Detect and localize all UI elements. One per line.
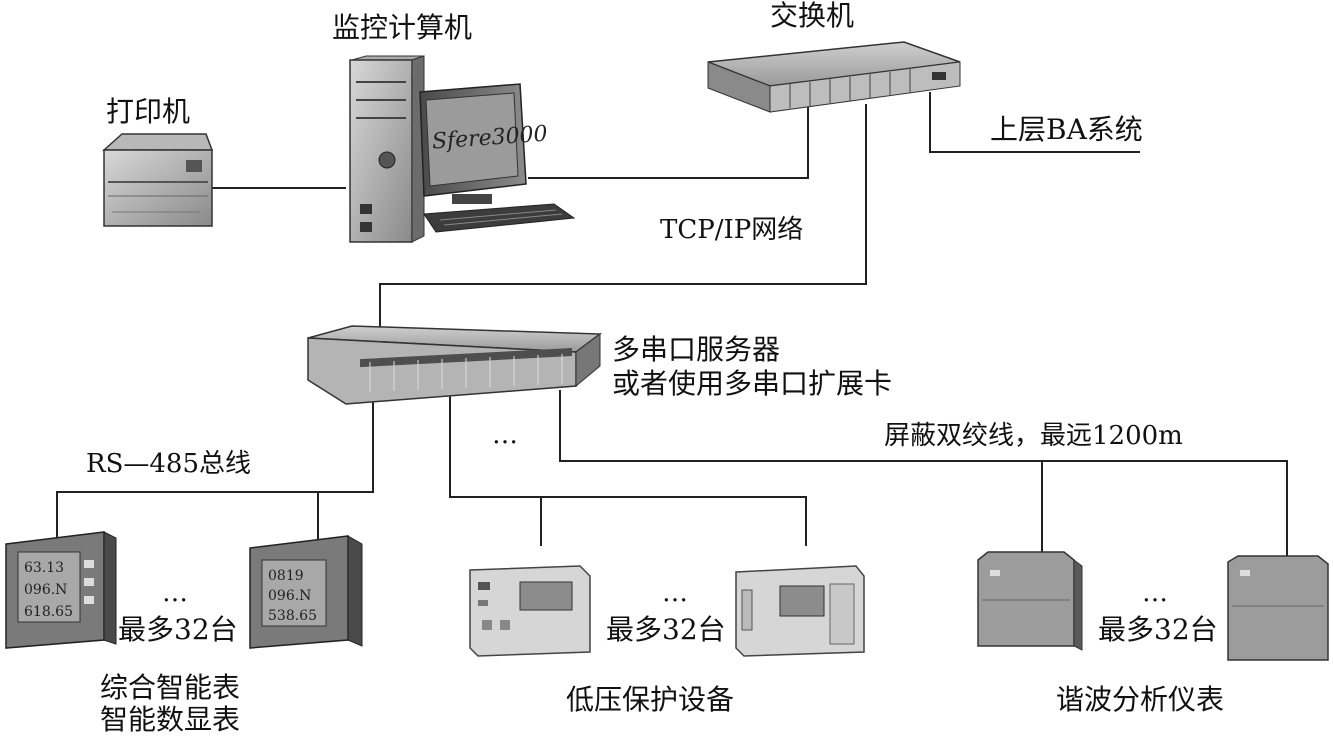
upper-ba-system-label: 上层BA系统 — [990, 114, 1143, 146]
monitor-computer-label: 监控计算机 — [332, 12, 472, 44]
meter2-reading-3: 538.65 — [268, 608, 317, 624]
group3-ellipsis: … — [1142, 578, 1170, 608]
group2-max-units-label: 最多32台 — [606, 614, 726, 646]
group1-max-units-label: 最多32台 — [118, 614, 238, 646]
harmonic-analyzer-2 — [1228, 556, 1328, 660]
smart-meter-2: 0819 096.N 538.65 — [250, 536, 362, 648]
protection-device-1 — [470, 566, 590, 656]
group1-ellipsis: … — [162, 578, 190, 608]
group3-name-label: 谐波分析仪表 — [1056, 684, 1224, 716]
rs485-bus-group3 — [560, 390, 1287, 556]
serial-expansion-card-label: 或者使用多串口扩展卡 — [612, 368, 892, 400]
meter1-reading-3: 618.65 — [24, 604, 73, 620]
pc-switch-link — [528, 104, 808, 178]
serial-ports-ellipsis: … — [492, 420, 520, 450]
monitor-computer-device: Sfere3000 — [350, 56, 574, 242]
group1-name-line2: 智能数显表 — [100, 704, 240, 736]
shielded-twisted-pair-label: 屏蔽双绞线，最远1200m — [884, 420, 1183, 452]
harmonic-analyzer-1 — [978, 552, 1082, 650]
rs485-bus-label: RS—485总线 — [86, 448, 251, 480]
connection-lines — [57, 92, 1287, 556]
switch-label: 交换机 — [770, 0, 854, 32]
group1-name-line1: 综合智能表 — [100, 672, 240, 704]
serial-server-device — [308, 326, 600, 404]
serial-server-label: 多串口服务器 — [612, 334, 780, 366]
meter2-reading-2: 096.N — [268, 588, 311, 604]
smart-meter-1: 63.13 096.N 618.65 — [6, 532, 116, 648]
rs485-bus-group2 — [450, 390, 806, 546]
switch-device — [708, 42, 960, 112]
meter1-reading-2: 096.N — [24, 582, 67, 598]
group2-name-label: 低压保护设备 — [566, 684, 734, 716]
tcpip-network-label: TCP/IP网络 — [660, 214, 803, 246]
printer-device — [104, 134, 212, 226]
protection-device-2 — [736, 566, 864, 656]
meter2-reading-1: 0819 — [268, 568, 304, 584]
group2-ellipsis: … — [662, 578, 690, 608]
printer-label: 打印机 — [106, 96, 190, 128]
group3-max-units-label: 最多32台 — [1098, 614, 1218, 646]
meter1-reading-1: 63.13 — [24, 560, 64, 576]
